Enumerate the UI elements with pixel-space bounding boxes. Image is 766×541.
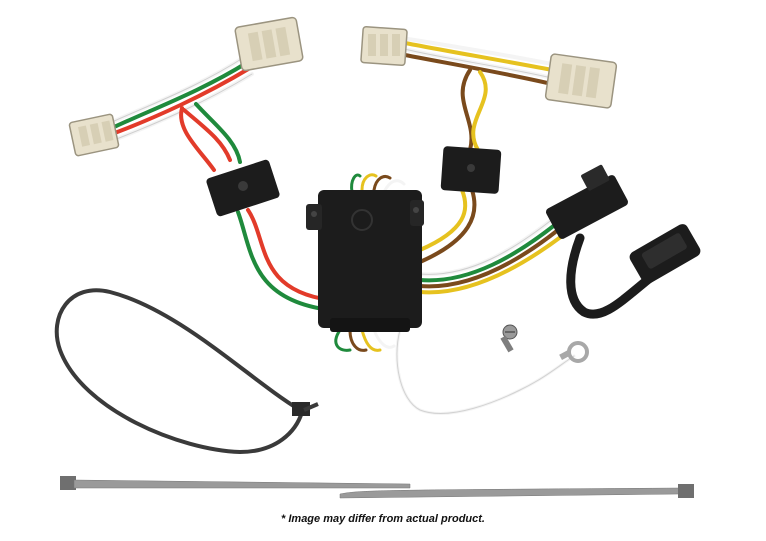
left-harness-wires (110, 54, 332, 312)
wire-clip-left (206, 159, 280, 217)
loop-cable-tie (54, 288, 319, 455)
right-harness-wires (334, 36, 576, 415)
straight-cable-tie-1 (60, 476, 411, 490)
straight-cable-tie-2 (339, 484, 694, 499)
four-flat-connector (545, 164, 629, 239)
dust-cap (566, 224, 701, 319)
vehicle-connector-left-male (68, 113, 120, 157)
vehicle-connector-right-female (360, 25, 408, 67)
converter-module (306, 190, 424, 332)
vehicle-connector-left-female (234, 16, 304, 72)
ground-ring-terminal (559, 341, 589, 363)
wire-clip-right (440, 146, 502, 194)
vehicle-connector-right-male (544, 53, 618, 109)
disclaimer-caption: * Image may differ from actual product. (281, 513, 485, 525)
ground-screw (500, 324, 518, 353)
